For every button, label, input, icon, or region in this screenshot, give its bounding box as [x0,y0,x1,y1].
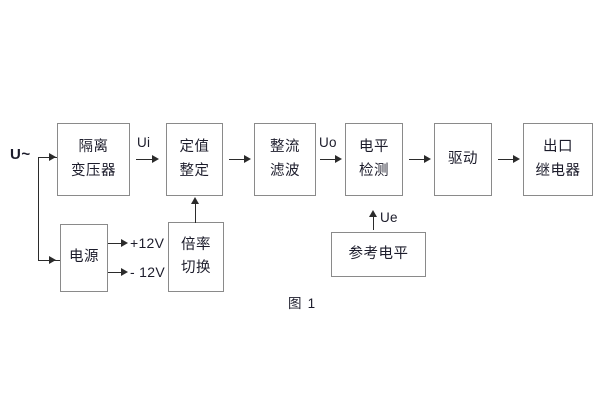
arrow-power-neg12v [121,268,128,276]
line-setting-to-rectify [229,159,247,160]
input-bus-vertical [38,157,39,260]
block-level-detect[interactable]: 电平 检测 [345,123,403,196]
block-output-relay-line1: 出口 [543,139,573,156]
line-power-neg12v [108,272,124,273]
arrow-rectify-to-level [335,155,342,163]
line-drive-to-relay [498,159,516,160]
rail-label-neg12v: - 12V [130,264,165,280]
block-output-relay-line2: 继电器 [535,162,581,179]
input-branch-to-transformer-line [38,157,52,158]
block-drive[interactable]: 驱动 [434,123,492,196]
block-multiplier-switch[interactable]: 倍率 切换 [168,222,224,292]
block-setting-value-line1: 定值 [179,139,210,156]
block-reference-level[interactable]: 参考电平 [331,232,426,277]
arrow-input-to-power [49,256,56,264]
block-reference-level-line1: 参考电平 [348,245,409,262]
block-setting-value-line2: 整定 [179,162,210,179]
block-rectify-filter-line1: 整流 [270,139,300,156]
line-power-pos12v [108,243,124,244]
line-reference-to-level-detect [373,216,374,230]
block-drive-line1: 驱动 [448,150,478,167]
block-setting-value[interactable]: 定值 整定 [166,123,223,196]
arrow-level-to-drive [424,155,431,163]
block-isolation-transformer[interactable]: 隔离 变压器 [57,123,130,196]
input-source-label: U~ [10,146,31,163]
line-transformer-to-setting [136,159,155,160]
line-level-to-drive [409,159,427,160]
block-power-supply-line1: 电源 [69,249,99,266]
figure-caption: 图 1 [288,296,317,311]
block-isolation-transformer-line1: 隔离 [78,139,109,156]
line-rectify-to-level [320,159,338,160]
arrow-reference-to-level-detect [369,210,377,217]
block-multiplier-switch-line2: 切换 [181,260,211,276]
signal-label-ue: Ue [380,210,398,225]
block-isolation-transformer-line2: 变压器 [71,162,116,179]
block-output-relay[interactable]: 出口 继电器 [523,123,593,196]
arrow-transformer-to-setting [152,155,159,163]
signal-label-uo: Uo [319,135,337,150]
block-rectify-filter-line2: 滤波 [270,162,300,179]
block-multiplier-switch-line1: 倍率 [181,236,211,253]
arrow-power-pos12v [121,239,128,247]
signal-label-ui: Ui [137,135,151,150]
line-multiplier-to-setting [195,203,196,223]
block-level-detect-line1: 电平 [359,139,389,156]
arrow-multiplier-to-setting [191,197,199,204]
rail-label-pos12v: +12V [130,235,165,251]
arrow-drive-to-relay [513,155,520,163]
block-rectify-filter[interactable]: 整流 滤波 [254,123,316,196]
block-power-supply[interactable]: 电源 [60,224,108,292]
arrow-input-to-transformer [49,153,56,161]
block-level-detect-line2: 检测 [359,162,389,179]
arrow-setting-to-rectify [244,155,251,163]
